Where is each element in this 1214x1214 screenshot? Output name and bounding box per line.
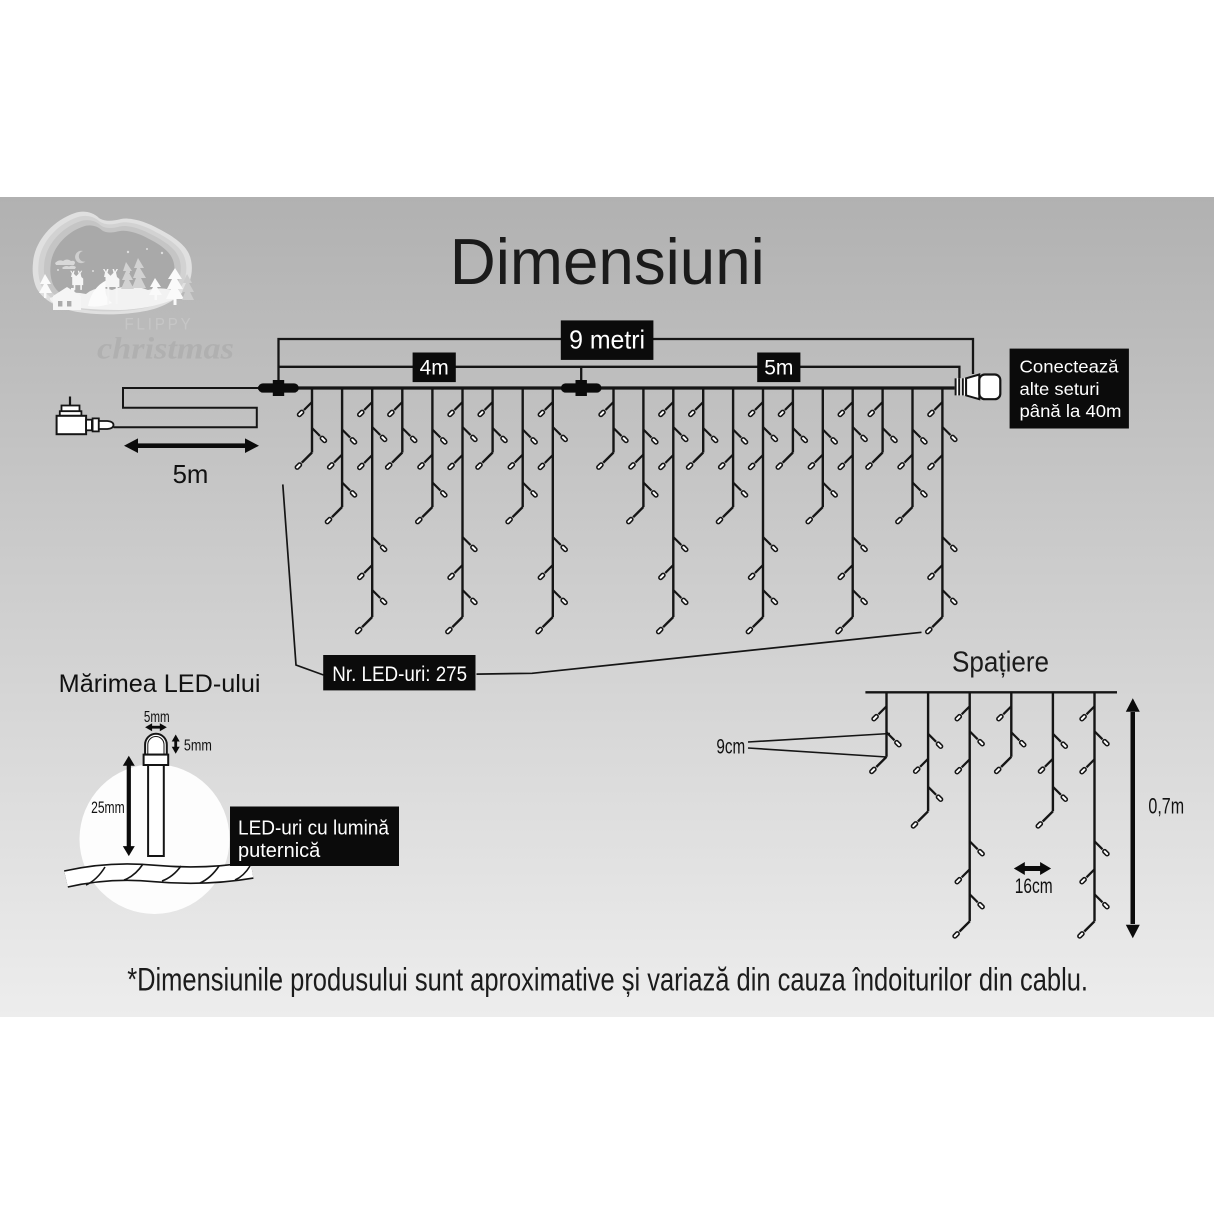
svg-text:5mm: 5mm xyxy=(184,738,212,755)
svg-text:*Dimensiunile produsului sunt: *Dimensiunile produsului sunt aproximati… xyxy=(127,962,1088,998)
svg-text:4m: 4m xyxy=(420,357,449,380)
svg-text:5m: 5m xyxy=(173,459,209,489)
svg-text:christmas: christmas xyxy=(97,331,234,366)
svg-text:9 metri: 9 metri xyxy=(569,325,645,355)
svg-text:16cm: 16cm xyxy=(1015,875,1053,898)
svg-text:Dimensiuni: Dimensiuni xyxy=(450,226,765,298)
svg-text:LED-uri cu lumină: LED-uri cu lumină xyxy=(238,818,390,840)
svg-text:alte seturi: alte seturi xyxy=(1020,379,1100,399)
svg-text:puternică: puternică xyxy=(238,840,321,862)
svg-text:9cm: 9cm xyxy=(716,736,745,759)
svg-text:5mm: 5mm xyxy=(144,709,170,726)
svg-text:Spațiere: Spațiere xyxy=(952,647,1049,679)
svg-text:FLIPPY: FLIPPY xyxy=(125,316,194,334)
svg-text:0,7m: 0,7m xyxy=(1148,794,1184,819)
svg-text:Conectează: Conectează xyxy=(1020,357,1119,377)
svg-text:până la 40m: până la 40m xyxy=(1020,401,1122,421)
svg-text:Nr. LED-uri: 275: Nr. LED-uri: 275 xyxy=(332,663,467,686)
svg-text:Mărimea LED-ului: Mărimea LED-ului xyxy=(59,670,261,698)
svg-text:5m: 5m xyxy=(764,357,793,380)
svg-text:25mm: 25mm xyxy=(91,798,125,817)
